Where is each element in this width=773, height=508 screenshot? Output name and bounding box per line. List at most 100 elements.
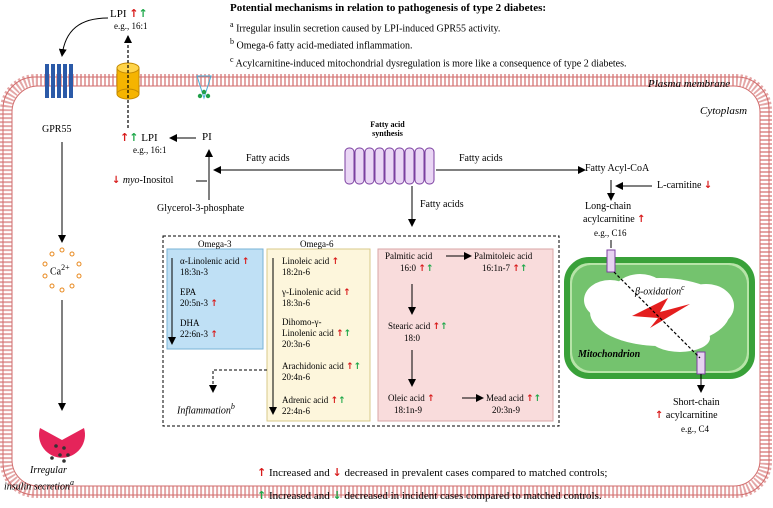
fatty-acid-synthesis-label: Fatty acid synthesis [370,120,405,138]
omega6-item-gla: γ-Linolenic acid ↑ [282,287,351,298]
stearic-label: Stearic acid ↑↑ [388,321,448,332]
fatty-acids-down-label: Fatty acids [420,199,464,210]
arrow-up-red-icon: ↑ [655,410,664,421]
arrow-up-red-icon: ↑ [257,466,267,479]
arrow-up-green-icon: ↑ [129,131,139,144]
inflammation-label: Inflammationb [177,402,235,417]
arrow-up-red-icon: ↑ [241,257,250,267]
arrow-down-red-icon: ↓ [332,466,342,479]
long-chain-example: e.g., C16 [594,228,627,238]
arrow-up-red-icon: ↑ [342,288,351,298]
arrow-up-red-icon: ↑ [120,131,130,144]
oleic-code: 18:1n-9 [394,405,422,415]
omega6-item-dgla-2: Linolenic acid ↑↑ [282,328,352,339]
omega6-item-adrenic: Adrenic acid ↑↑ [282,395,346,406]
oleic-label: Oleic acid ↑ [388,393,435,404]
irregular-label-2: insulin secretiona [4,478,75,493]
mechanism-item-b: b Omega-6 fatty acid-mediated inflammati… [230,37,413,52]
arrow-up-red-icon: ↑ [345,362,354,372]
palmitoleic-label: Palmitoleic acid [474,251,533,261]
cytoplasm-label: Cytoplasm [700,105,748,117]
omega3-code-ala: 18:3n-3 [180,267,208,277]
arrow-down-red-icon: ↓ [112,175,121,186]
omega6-item-la: Linoleic acid ↑ [282,256,340,267]
fatty-acid-panel [162,235,560,427]
palmitic-code: 16:0 ↑↑ [400,263,434,274]
sfa-box [377,248,554,422]
gpr55-label: GPR55 [42,124,72,135]
short-chain-label-2: ↑ acylcarnitine [655,410,718,421]
arrow-up-red-icon: ↑ [637,214,646,225]
palmitoleic-code: 16:1n-7 ↑↑ [482,263,528,274]
lpi-example: e.g., 16:1 [133,145,167,155]
myo-inositol-label: ↓ myo-Inositol [112,175,174,186]
pi-label: PI [202,131,212,143]
fatty-acids-left-label: Fatty acids [246,153,290,164]
plasma-membrane [0,74,772,498]
arrow-up-red-icon: ↑ [331,257,340,267]
arrow-up-red-icon: ↑ [330,396,339,406]
fatty-acyl-coa-label: Fatty Acyl-CoA [585,163,650,174]
arrow-up-red-icon: ↑ [432,322,441,332]
irregular-label-1: Irregular [30,465,67,476]
arrow-up-red-icon: ↑ [335,329,344,339]
omega6-title: Omega-6 [300,239,334,249]
lpi-top-label: LPI ↑↑ [110,7,148,20]
omega3-code-epa: 20:5n-3 ↑ [180,298,218,309]
long-chain-label-2: acylcarnitine ↑ [583,214,646,225]
fatty-acid-synthase-icon [344,147,435,185]
arrow-up-red-icon: ↑ [418,264,426,274]
calcium-label: Ca2+ [50,263,70,278]
l-carnitine-label: L-carnitine ↓ [657,180,713,191]
arrow-up-green-icon: ↑ [353,362,362,372]
omega6-code-aa: 20:4n-6 [282,372,310,382]
omega6-code-gla: 18:3n-6 [282,298,310,308]
arrow-up-red-icon: ↑ [210,330,218,340]
arrow-up-green-icon: ↑ [425,264,434,274]
mitochondrion-icon [564,257,755,379]
long-chain-label-1: Long-chain [585,201,632,212]
arrow-up-green-icon: ↑ [338,396,346,406]
omega3-code-dha: 22:6n-3 ↑ [180,329,218,340]
arrow-down-green-icon: ↓ [332,489,342,502]
omega6-code-adrenic: 22:4n-6 [282,406,310,416]
mitochondrion-label: Mitochondrion [578,349,641,360]
arrow-up-green-icon: ↑ [257,489,267,502]
omega3-title: Omega-3 [198,239,232,249]
gpr55-receptor-icon [45,64,73,98]
insulin-vesicle-icon [39,428,85,463]
legend-row-prevalent: ↑ Increased and ↓ decreased in prevalent… [257,466,608,479]
mead-code: 20:3n-9 [492,405,520,415]
phospholipid-icon [196,75,212,100]
arrow-up-green-icon: ↑ [440,322,448,332]
omega6-box [266,248,371,422]
beta-oxidation-label: β-oxidationc [635,283,685,298]
palmitic-label: Palmitic acid [385,251,433,261]
arrow-up-red-icon: ↑ [512,264,520,274]
arrow-up-red-icon: ↑ [129,7,139,20]
fatty-acids-right-label: Fatty acids [459,153,503,164]
omega6-code-la: 18:2n-6 [282,267,310,277]
arrow-up-red-icon: ↑ [525,394,534,404]
omega6-item-dgla: Dihomo-γ- [282,317,322,327]
legend-row-incident: ↑ Increased and ↓ decreased in incident … [257,489,602,502]
arrow-up-green-icon: ↑ [138,7,148,20]
short-chain-example: e.g., C4 [681,424,709,434]
arrow-up-green-icon: ↑ [519,264,528,274]
mechanism-item-c: c Acylcarnitine-induced mitochondrial dy… [230,55,627,70]
lpi-top-example: e.g., 16:1 [114,21,148,31]
calcium-ions-icon [42,247,82,293]
omega3-item-epa: EPA [180,287,197,297]
arrow-up-red-icon: ↑ [210,299,218,309]
omega6-item-aa: Arachidonic acid ↑↑ [282,361,362,372]
mechanisms-title: Potential mechanisms in relation to path… [230,2,547,14]
plasma-membrane-label: Plasma membrane [648,78,731,90]
omega6-code-dgla: 20:3n-6 [282,339,310,349]
omega3-item-dha: DHA [180,318,200,328]
omega3-item-ala: α-Linolenic acid ↑ [180,256,250,267]
mechanism-item-a: a Irregular insulin secretion caused by … [230,20,501,35]
arrow-down-red-icon: ↓ [703,180,713,191]
lpi-label: ↑↑ LPI [120,131,158,144]
glycerol-label: Glycerol-3-phosphate [157,203,245,214]
